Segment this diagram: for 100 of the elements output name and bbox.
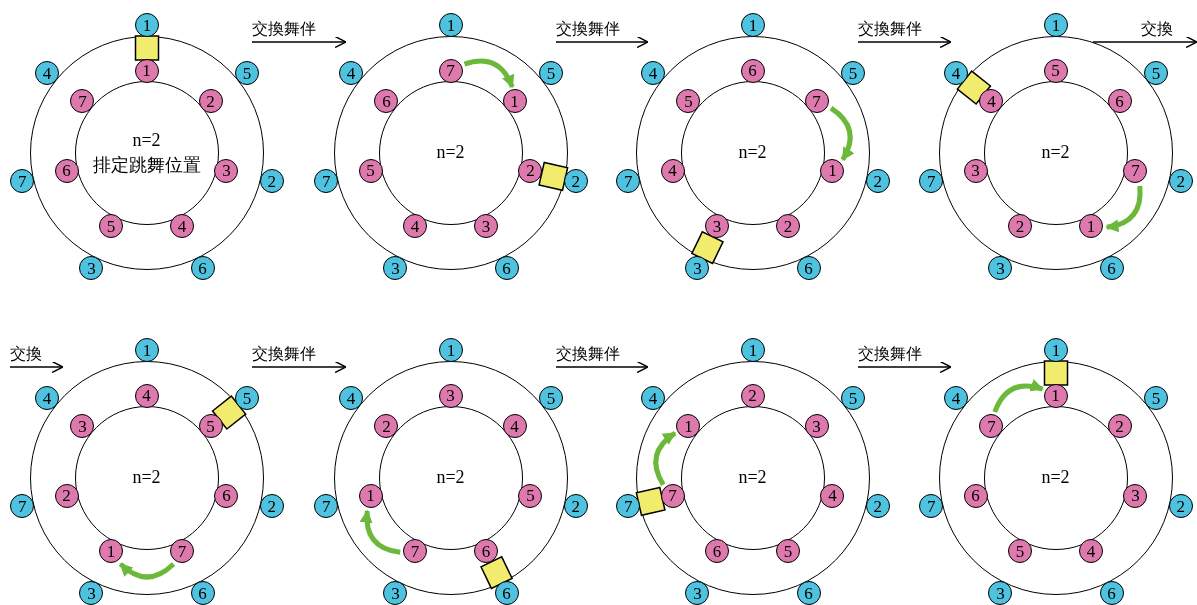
numbered-circle: 5 <box>198 414 223 439</box>
numbered-circle: 1 <box>741 13 765 37</box>
numbered-circle: 2 <box>1168 494 1193 519</box>
numbered-circle: 7 <box>438 58 463 83</box>
numbered-circle: 6 <box>474 539 499 564</box>
numbered-circle: 5 <box>1043 58 1068 83</box>
numbered-circle: 1 <box>820 158 845 183</box>
numbered-circle: 1 <box>358 483 383 508</box>
pairing-band <box>538 161 569 192</box>
numbered-circle: 3 <box>804 414 829 439</box>
step-arrow <box>857 360 952 374</box>
numbered-circle: 2 <box>54 483 79 508</box>
center-text: n=2 <box>1041 141 1070 165</box>
numbered-circle: 1 <box>135 13 159 37</box>
numbered-circle: 2 <box>374 414 399 439</box>
center-text: n=2 <box>436 466 465 490</box>
step-arrow <box>555 360 649 374</box>
numbered-circle: 6 <box>1107 89 1132 114</box>
numbered-circle: 7 <box>804 89 829 114</box>
numbered-circle: 6 <box>190 581 215 605</box>
numbered-circle: 7 <box>919 169 944 194</box>
edge-label: 交換舞伴 <box>252 20 316 38</box>
edge-label: 交換舞伴 <box>556 345 620 363</box>
step-arrow <box>555 35 649 49</box>
pairing-band <box>1043 360 1069 386</box>
numbered-circle: 5 <box>98 214 123 239</box>
numbered-circle: 7 <box>170 539 195 564</box>
numbered-circle: 1 <box>1044 13 1068 37</box>
numbered-circle: 1 <box>502 89 527 114</box>
numbered-circle: 1 <box>439 13 463 37</box>
numbered-circle: 2 <box>563 494 588 519</box>
rotation-arrow <box>118 562 176 580</box>
numbered-circle: 1 <box>741 338 765 362</box>
numbered-circle: 5 <box>776 539 801 564</box>
center-text: 排定跳舞位置 <box>92 153 201 177</box>
numbered-circle: 5 <box>358 158 383 183</box>
numbered-circle: 3 <box>214 158 239 183</box>
numbered-circle: 4 <box>1079 539 1104 564</box>
rotation-arrow <box>360 509 401 555</box>
numbered-circle: 3 <box>383 581 408 605</box>
numbered-circle: 1 <box>1044 338 1068 362</box>
edge-label: 交換舞伴 <box>556 20 620 38</box>
numbered-circle: 4 <box>134 383 159 408</box>
numbered-circle: 1 <box>135 338 159 362</box>
center-text: n=2 <box>1041 466 1070 490</box>
center-text: n=2 <box>436 141 465 165</box>
rotation-arrow <box>463 58 515 89</box>
numbered-circle: 2 <box>563 169 588 194</box>
numbered-circle: 3 <box>79 256 104 281</box>
numbered-circle: 2 <box>198 89 223 114</box>
rotation-arrow <box>653 431 677 486</box>
numbered-circle: 4 <box>170 214 195 239</box>
numbered-circle: 3 <box>988 256 1013 281</box>
numbered-circle: 7 <box>919 494 944 519</box>
center-text: n=2 <box>132 466 161 490</box>
numbered-circle: 7 <box>1123 158 1148 183</box>
numbered-circle: 2 <box>259 169 284 194</box>
edge-label: 交換 <box>1141 20 1173 38</box>
rotation-arrow <box>1105 185 1143 232</box>
numbered-circle: 2 <box>1168 169 1193 194</box>
step-arrow <box>251 360 347 374</box>
numbered-circle: 6 <box>963 483 988 508</box>
numbered-circle: 2 <box>776 214 801 239</box>
numbered-circle: 7 <box>70 89 95 114</box>
numbered-circle: 6 <box>54 158 79 183</box>
numbered-circle: 4 <box>660 158 685 183</box>
numbered-circle: 2 <box>518 158 543 183</box>
center-text: n=2 <box>738 466 767 490</box>
pairing-band <box>690 230 724 265</box>
numbered-circle: 3 <box>685 581 710 605</box>
numbered-circle: 4 <box>502 414 527 439</box>
numbered-circle: 6 <box>190 256 215 281</box>
numbered-circle: 4 <box>402 214 427 239</box>
step-arrow <box>251 35 347 49</box>
numbered-circle: 1 <box>439 338 463 362</box>
numbered-circle: 2 <box>259 494 284 519</box>
numbered-circle: 5 <box>676 89 701 114</box>
numbered-circle: 3 <box>383 256 408 281</box>
pairing-band <box>635 486 666 517</box>
edge-label: 交換舞伴 <box>858 20 922 38</box>
numbered-circle: 3 <box>438 383 463 408</box>
edge-label: 交換舞伴 <box>858 345 922 363</box>
numbered-circle: 2 <box>865 494 890 519</box>
numbered-circle: 6 <box>494 256 519 281</box>
step-arrow <box>857 35 952 49</box>
numbered-circle: 4 <box>979 89 1004 114</box>
numbered-circle: 6 <box>704 539 729 564</box>
numbered-circle: 7 <box>314 494 339 519</box>
numbered-circle: 6 <box>740 58 765 83</box>
numbered-circle: 5 <box>1007 539 1032 564</box>
numbered-circle: 2 <box>740 383 765 408</box>
edge-label: 交換舞伴 <box>252 345 316 363</box>
numbered-circle: 3 <box>988 581 1013 605</box>
center-text: n=2 <box>132 129 161 153</box>
numbered-circle: 3 <box>474 214 499 239</box>
numbered-circle: 6 <box>796 581 821 605</box>
numbered-circle: 3 <box>70 414 95 439</box>
numbered-circle: 6 <box>1099 581 1124 605</box>
numbered-circle: 6 <box>214 483 239 508</box>
numbered-circle: 6 <box>494 581 519 605</box>
